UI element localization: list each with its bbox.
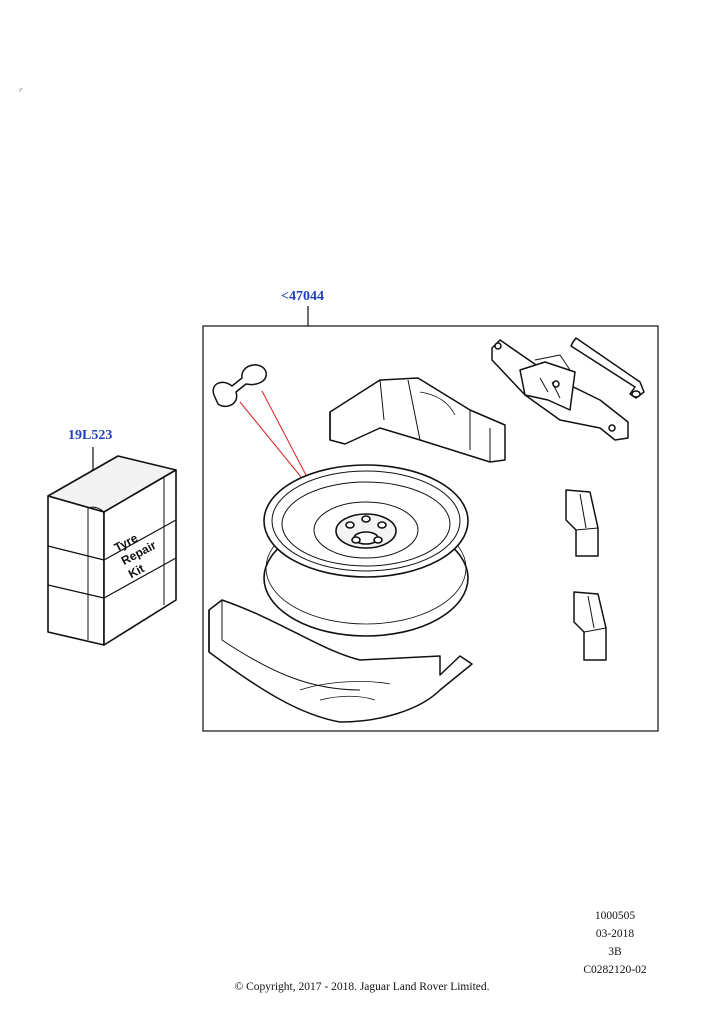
illustration-code: C0282120-02: [583, 964, 647, 976]
copyright-notice: © Copyright, 2017 - 2018. Jaguar Land Ro…: [234, 981, 490, 993]
date-code: 03-2018: [595, 928, 635, 940]
spare-wheel-foam-tray[interactable]: [208, 599, 473, 723]
jack-handle[interactable]: [570, 337, 645, 399]
corner-mark: [19, 88, 23, 92]
kit-group-frame: [202, 325, 659, 732]
scissor-jack[interactable]: [491, 339, 629, 441]
spare-wheel[interactable]: [263, 464, 469, 637]
part-ref: 1000505: [594, 910, 636, 922]
tyre-repair-kit-box[interactable]: Tyre Repair Kit: [47, 447, 177, 646]
callout-kit-group[interactable]: <47044: [281, 289, 324, 304]
info-block: 1000505 03-2018 3B C0282120-02: [570, 907, 660, 979]
jack-support-cradle[interactable]: [329, 377, 506, 463]
wheel-chock-upper[interactable]: [565, 489, 599, 557]
revision: 3B: [608, 946, 622, 958]
callout-repair-kit[interactable]: 19L523: [68, 428, 113, 443]
locking-wheel-nut-key[interactable]: [212, 364, 267, 408]
wheel-chock-lower[interactable]: [573, 591, 607, 661]
kit-label-line-3: Kit: [126, 561, 147, 581]
